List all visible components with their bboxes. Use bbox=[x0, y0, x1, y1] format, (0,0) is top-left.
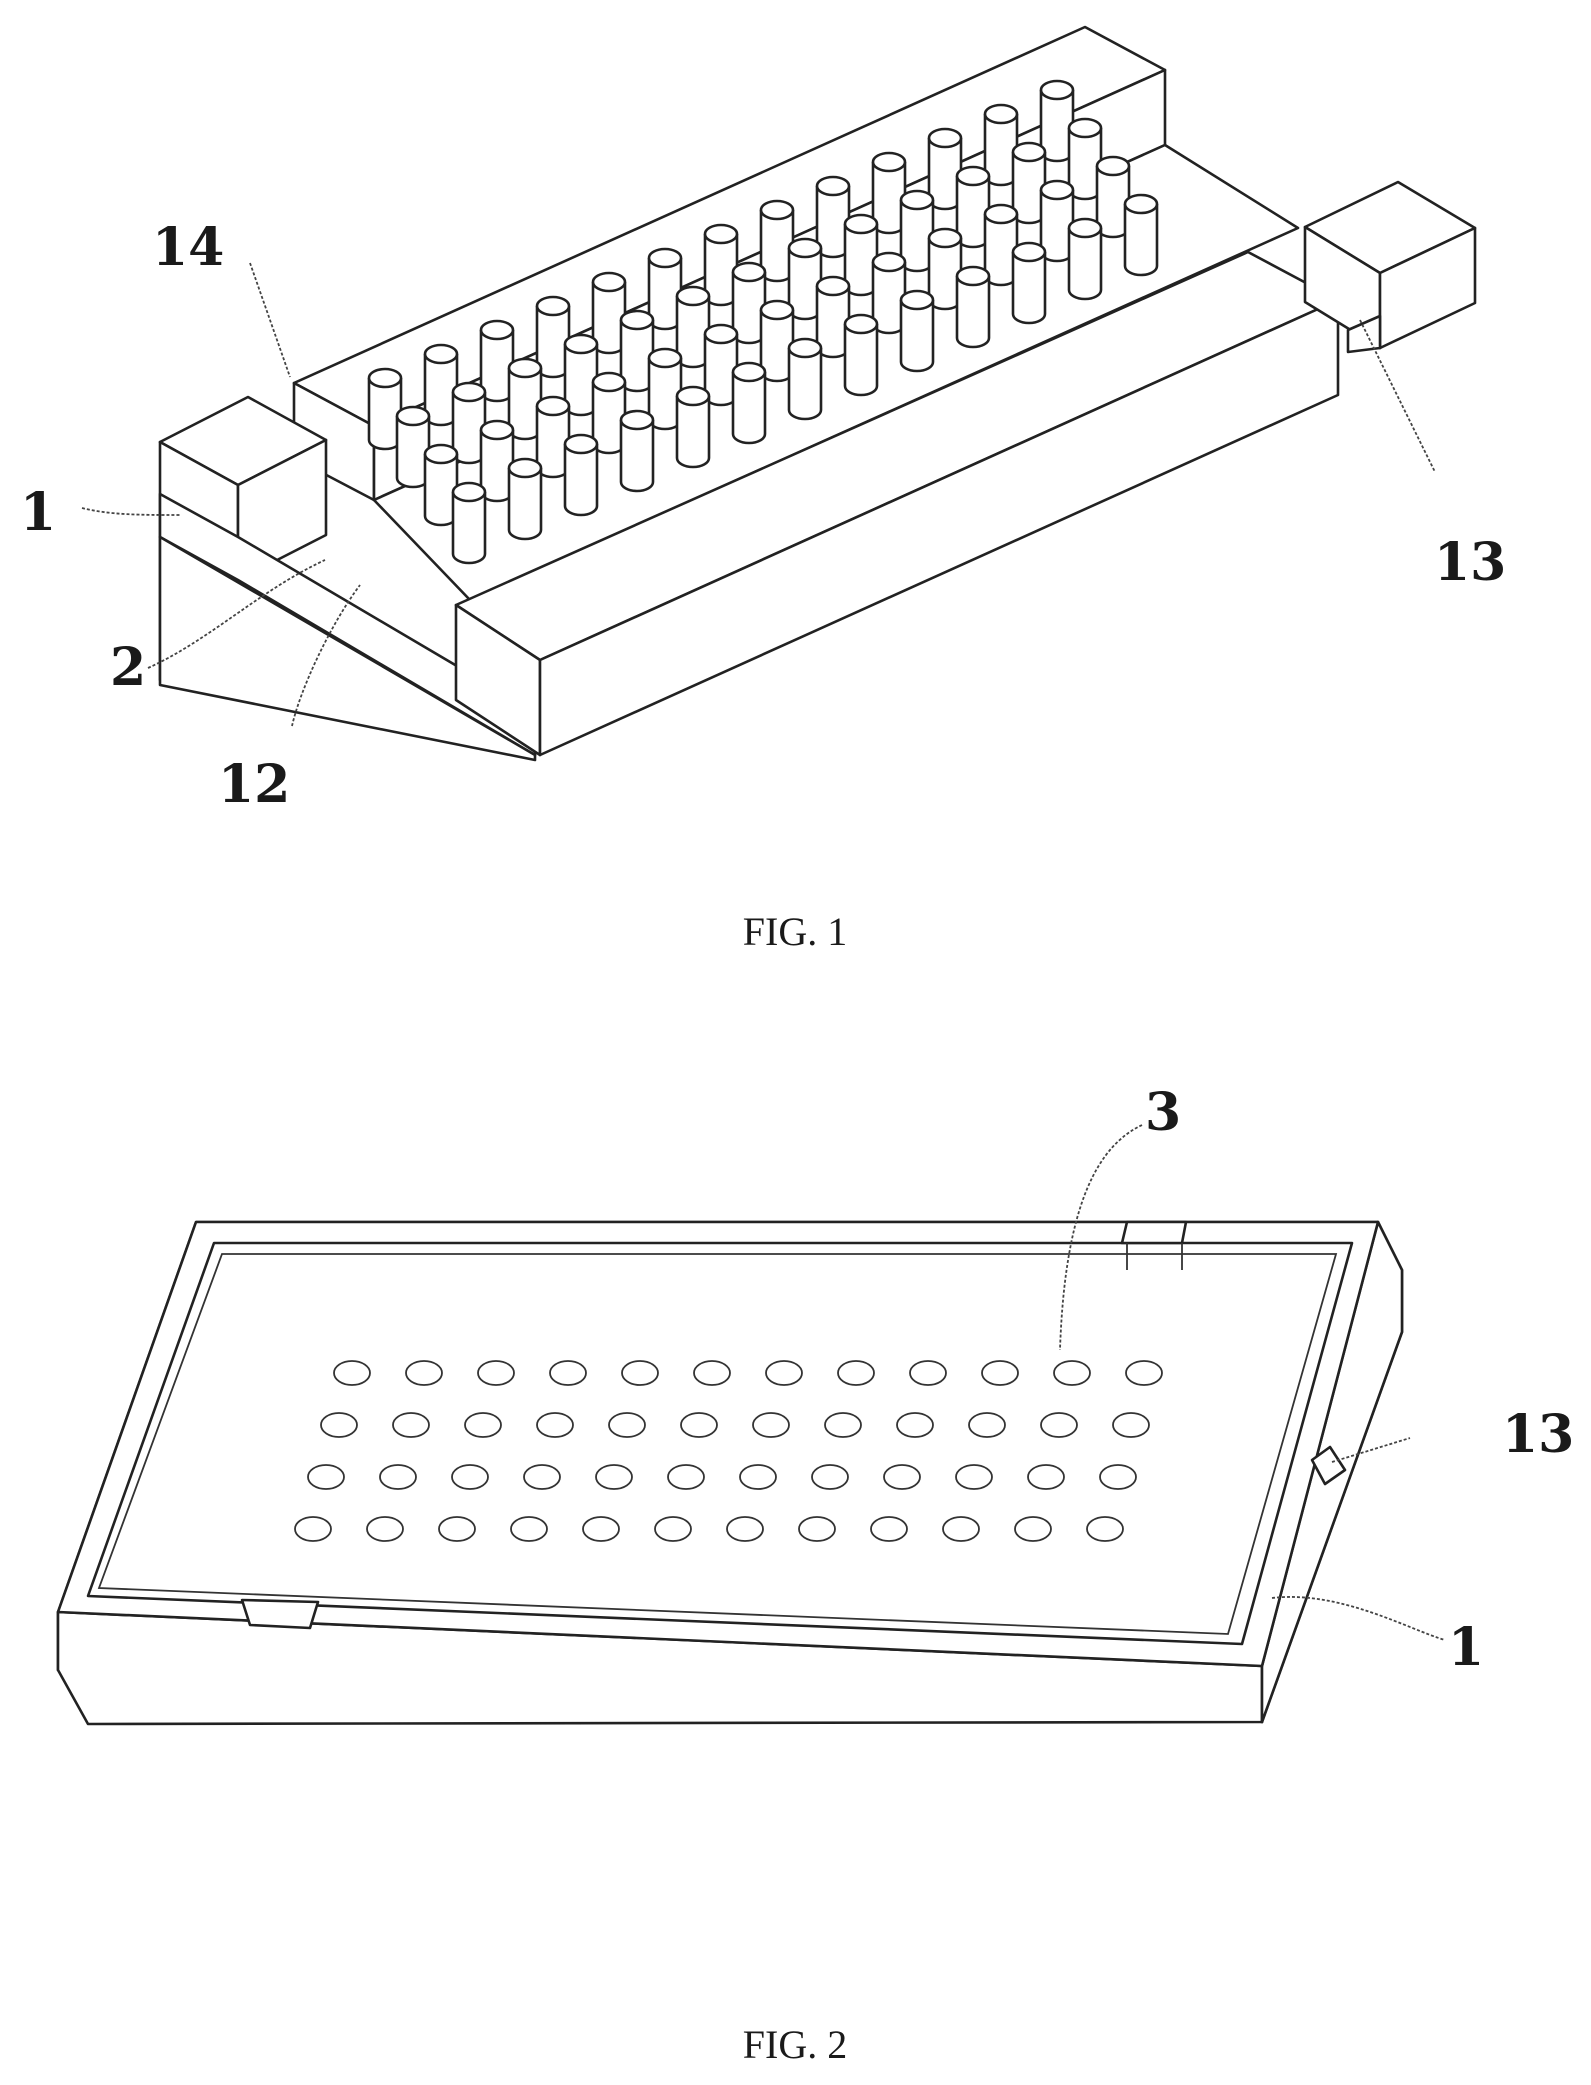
tray-body bbox=[58, 1222, 1402, 1724]
pillar bbox=[957, 267, 989, 347]
ref-label-3: 3 bbox=[1145, 1082, 1181, 1143]
pillar bbox=[453, 483, 485, 563]
ref-label-14: 14 bbox=[152, 217, 224, 278]
figure-2: 3 13 1 FIG. 2 bbox=[58, 1082, 1574, 2067]
pillar bbox=[845, 315, 877, 395]
pillar bbox=[565, 435, 597, 515]
ref-label-13-fig2: 13 bbox=[1502, 1404, 1574, 1465]
figure-2-caption: FIG. 2 bbox=[743, 2022, 847, 2067]
ref-label-1: 1 bbox=[20, 482, 56, 543]
pillar bbox=[1013, 243, 1045, 323]
pillar bbox=[733, 363, 765, 443]
pillar bbox=[621, 411, 653, 491]
figure-1-caption: FIG. 1 bbox=[743, 909, 847, 954]
pillar bbox=[789, 339, 821, 419]
top-slot bbox=[1122, 1222, 1186, 1243]
pillar bbox=[1069, 219, 1101, 299]
ref-label-1-fig2: 1 bbox=[1448, 1617, 1484, 1678]
pillar bbox=[901, 291, 933, 371]
pillar bbox=[509, 459, 541, 539]
ref-label-13: 13 bbox=[1434, 532, 1506, 593]
front-notch bbox=[242, 1600, 318, 1628]
ref-label-2: 2 bbox=[110, 637, 146, 698]
pillar bbox=[1125, 195, 1157, 275]
ref-label-12: 12 bbox=[218, 754, 290, 815]
figure-1: 1 2 12 14 13 FIG. 1 bbox=[20, 27, 1506, 954]
pillar bbox=[677, 387, 709, 467]
